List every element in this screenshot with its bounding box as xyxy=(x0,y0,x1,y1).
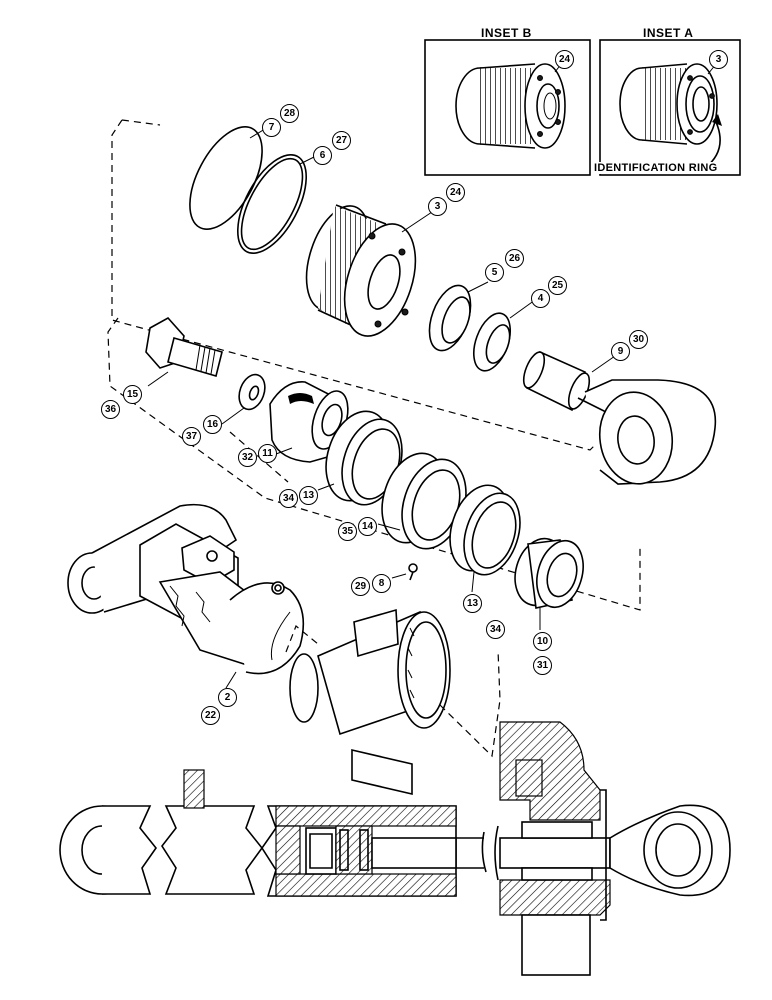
callout-11: 11 xyxy=(258,444,277,463)
cylinder-barrel xyxy=(289,608,451,796)
callout-8: 8 xyxy=(372,574,391,593)
callout-26: 26 xyxy=(505,249,524,268)
cylinder-tube-2 xyxy=(67,503,305,675)
callout-25: 25 xyxy=(548,276,567,295)
callout-16: 16 xyxy=(203,415,222,434)
inset-a-gland-drawing xyxy=(619,63,718,145)
callout-14: 14 xyxy=(358,517,377,536)
callout-24: 24 xyxy=(446,183,465,202)
wear-ring-14 xyxy=(381,452,467,550)
inset-b-gland-drawing xyxy=(455,63,566,149)
callout-15: 15 xyxy=(123,385,142,404)
callout-13: 13 xyxy=(299,486,318,505)
callout-34-lower: 34 xyxy=(486,620,505,639)
callout-32: 32 xyxy=(238,448,257,467)
callout-4: 4 xyxy=(531,289,550,308)
callout-22: 22 xyxy=(201,706,220,725)
inset-a-title: INSET A xyxy=(643,26,694,40)
callout-37: 37 xyxy=(182,427,201,446)
callout-30: 30 xyxy=(629,330,648,349)
callout-5: 5 xyxy=(485,263,504,282)
pin-9 xyxy=(522,350,591,412)
callout-9: 9 xyxy=(611,342,630,361)
piston-nut-11 xyxy=(269,381,349,463)
piston-10 xyxy=(514,537,584,609)
wiper-4 xyxy=(472,312,512,372)
callout-28: 28 xyxy=(280,104,299,123)
callout-inset-b: 24 xyxy=(555,50,574,69)
callout-34: 34 xyxy=(279,489,298,508)
backup-ring-6 xyxy=(236,153,308,255)
inset-b-frame xyxy=(424,39,591,176)
assembled-cylinder xyxy=(59,721,731,976)
callout-36: 36 xyxy=(101,400,120,419)
seal-5 xyxy=(428,284,472,352)
o-ring-7 xyxy=(189,126,263,230)
callout-27: 27 xyxy=(332,131,351,150)
callout-6: 6 xyxy=(313,146,332,165)
callout-3: 3 xyxy=(428,197,447,216)
callout-31: 31 xyxy=(533,656,552,675)
identification-ring-label: IDENTIFICATION RING xyxy=(594,162,718,174)
piston-seal-13-second xyxy=(449,484,521,576)
bolt-15 xyxy=(145,316,223,378)
callout-2: 2 xyxy=(218,688,237,707)
callout-13-lower: 13 xyxy=(463,594,482,613)
set-screw-8 xyxy=(408,563,418,581)
washer-16 xyxy=(238,373,266,411)
inset-a-frame xyxy=(599,39,741,176)
callout-29: 29 xyxy=(351,577,370,596)
gland-3 xyxy=(305,204,417,337)
callout-10: 10 xyxy=(533,632,552,651)
callout-35: 35 xyxy=(338,522,357,541)
callout-7: 7 xyxy=(262,118,281,137)
callout-inset-a: 3 xyxy=(709,50,728,69)
rod-eye xyxy=(577,379,717,485)
inset-b-title: INSET B xyxy=(481,26,532,40)
